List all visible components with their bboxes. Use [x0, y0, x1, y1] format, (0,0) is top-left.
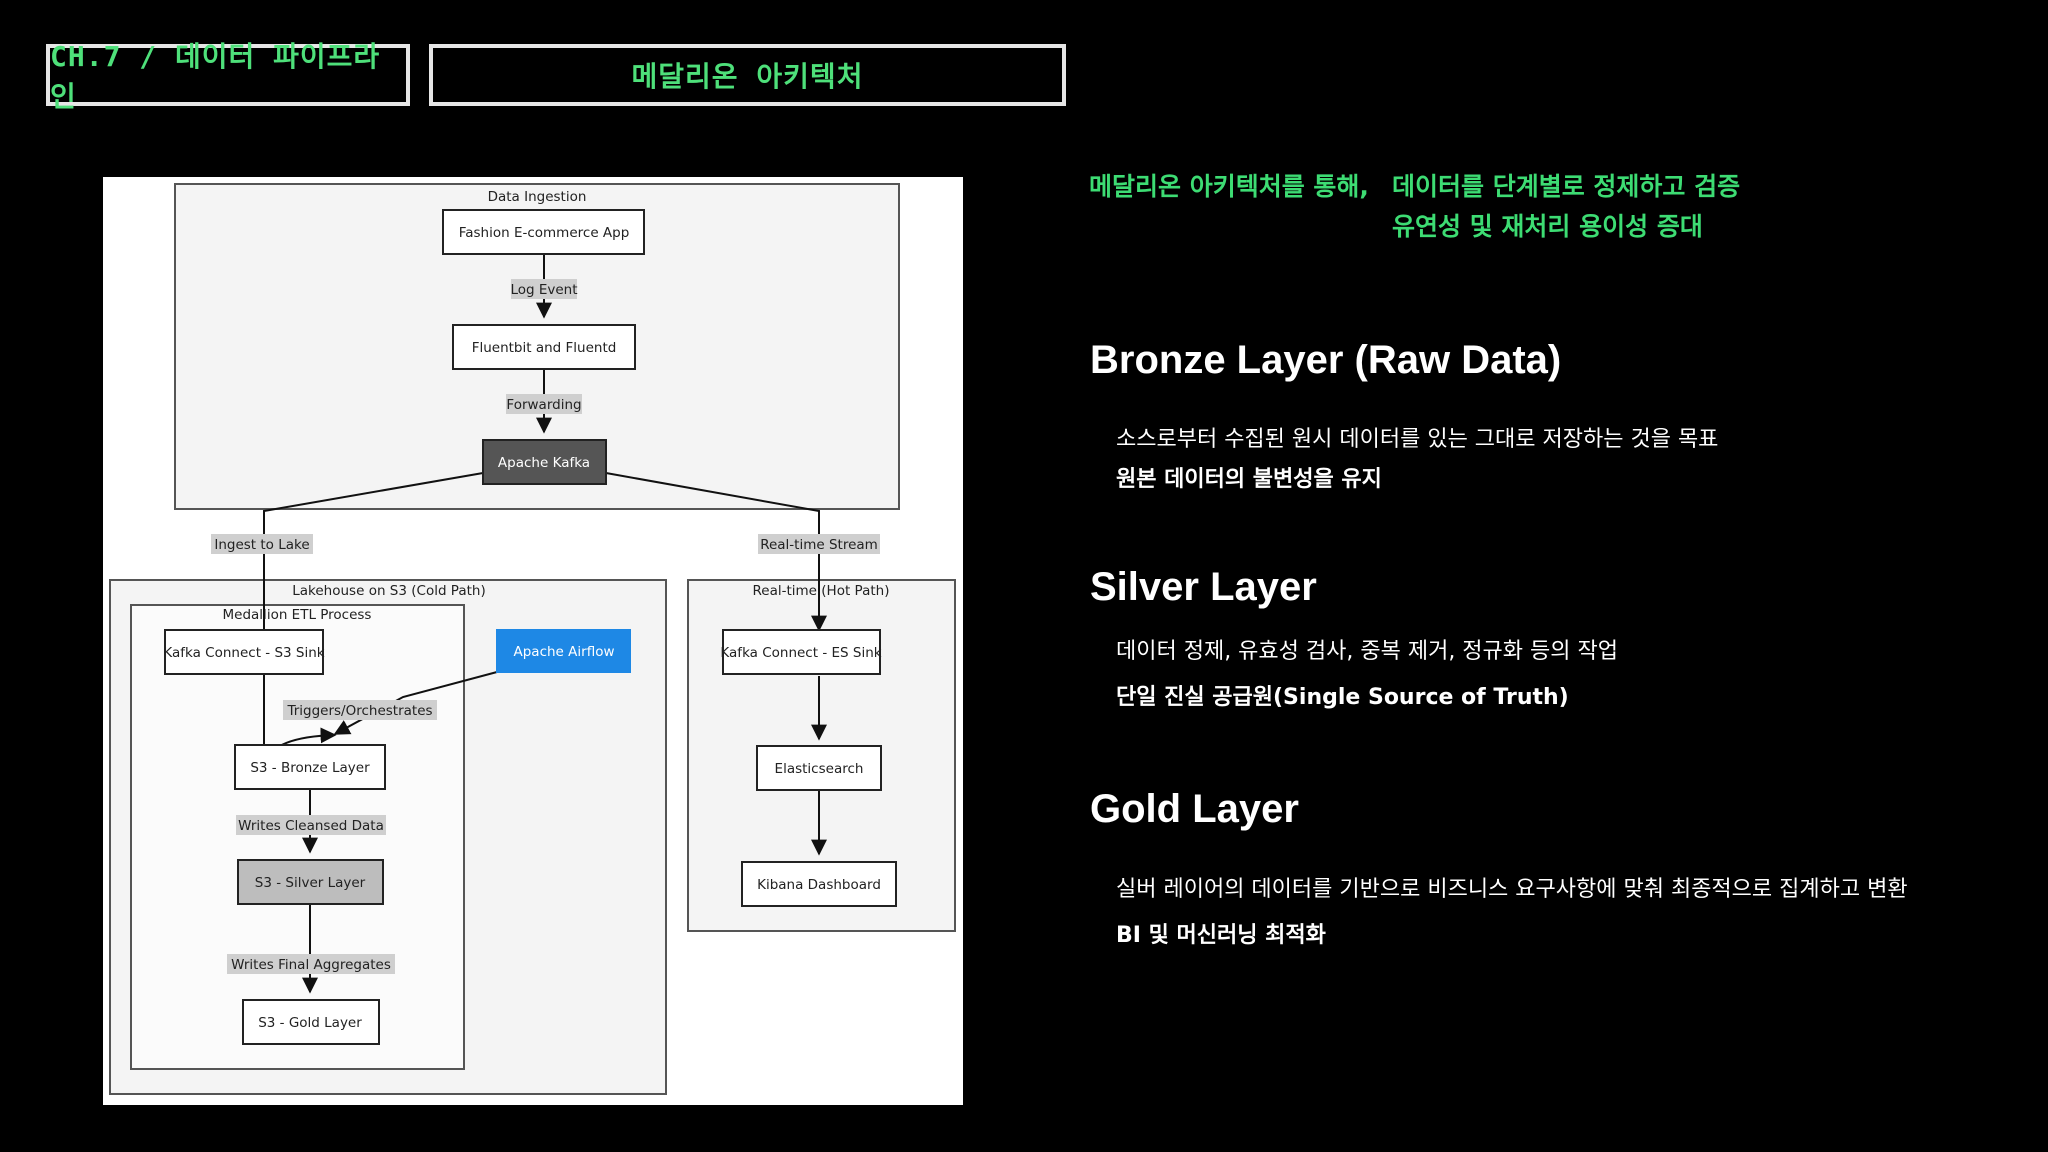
section-title-gold: Gold Layer	[1090, 787, 1299, 831]
group-label-ingestion: Data Ingestion	[488, 189, 587, 205]
node-elasticsearch	[756, 745, 882, 791]
section-desc-bronze: 소스로부터 수집된 원시 데이터를 있는 그대로 저장하는 것을 목표	[1116, 427, 1719, 452]
group-medallion	[130, 604, 465, 1070]
edge-label-writes-cleansed: Writes Cleansed Data	[238, 818, 384, 834]
node-kafka-es-sink-label: Kafka Connect - ES Sink	[720, 645, 881, 661]
edge-label-writes-final: Writes Final Aggregates	[231, 957, 391, 973]
edge-airflow-bronze	[333, 671, 498, 735]
section-emph-gold: BI 및 머신러닝 최적화	[1116, 923, 1326, 948]
node-kafka-label: Apache Kafka	[498, 455, 590, 471]
edge-label-realtime-stream: Real-time Stream	[760, 537, 878, 553]
architecture-diagram: Data Ingestion Lakehouse on S3 (Cold Pat…	[103, 177, 963, 1105]
node-fluentbit-label: Fluentbit and Fluentd	[472, 340, 617, 356]
section-desc-silver: 데이터 정제, 유효성 검사, 중복 제거, 정규화 등의 작업	[1116, 639, 1618, 664]
section-title-bronze: Bronze Layer (Raw Data)	[1090, 338, 1562, 382]
node-gold	[242, 999, 380, 1045]
node-kibana-label: Kibana Dashboard	[757, 877, 881, 893]
intro-line-2: 유연성 및 재처리 용이성 증대	[1392, 212, 1703, 241]
chapter-label: CH.7 / 데이터 파이프라인	[46, 40, 410, 113]
group-label-lakehouse: Lakehouse on S3 (Cold Path)	[292, 583, 485, 599]
node-kibana	[741, 861, 897, 907]
node-fashion-app-label: Fashion E-commerce App	[459, 225, 630, 241]
edge-label-log-event: Log Event	[510, 282, 577, 298]
node-kafka-s3-sink-label: Kafka Connect - S3 Sink	[163, 645, 324, 661]
node-bronze-label: S3 - Bronze Layer	[250, 760, 370, 776]
node-bronze	[234, 744, 386, 790]
section-desc-gold: 실버 레이어의 데이터를 기반으로 비즈니스 요구사항에 맞춰 최종적으로 집계…	[1116, 877, 1908, 902]
node-kafka-es-sink	[722, 629, 881, 675]
node-kafka-s3-sink	[164, 629, 324, 675]
edge-label-ingest-to-lake: Ingest to Lake	[214, 537, 309, 553]
section-title-silver: Silver Layer	[1090, 565, 1317, 609]
node-silver	[237, 859, 384, 905]
edge-label-triggers: Triggers/Orchestrates	[286, 703, 432, 719]
slide-title: 메달리온 아키텍처	[429, 44, 1066, 106]
node-silver-label: S3 - Silver Layer	[255, 875, 366, 891]
intro-line-1: 데이터를 단계별로 정제하고 검증	[1392, 172, 1741, 201]
edge-label-forwarding: Forwarding	[506, 397, 581, 413]
intro-lead: 메달리온 아키텍처를 통해,	[1089, 172, 1369, 201]
node-fluentbit	[452, 324, 636, 370]
section-emph-silver: 단일 진실 공급원(Single Source of Truth)	[1116, 685, 1569, 710]
section-emph-bronze: 원본 데이터의 불변성을 유지	[1116, 467, 1382, 492]
group-label-medallion: Medallion ETL Process	[223, 607, 372, 623]
node-gold-label: S3 - Gold Layer	[258, 1015, 362, 1031]
node-airflow-label: Apache Airflow	[514, 644, 615, 660]
node-kafka	[482, 439, 607, 485]
node-airflow	[496, 629, 631, 673]
group-label-realtime: Real-time (Hot Path)	[753, 583, 890, 599]
node-fashion-app	[442, 209, 645, 255]
node-elasticsearch-label: Elasticsearch	[775, 761, 864, 777]
